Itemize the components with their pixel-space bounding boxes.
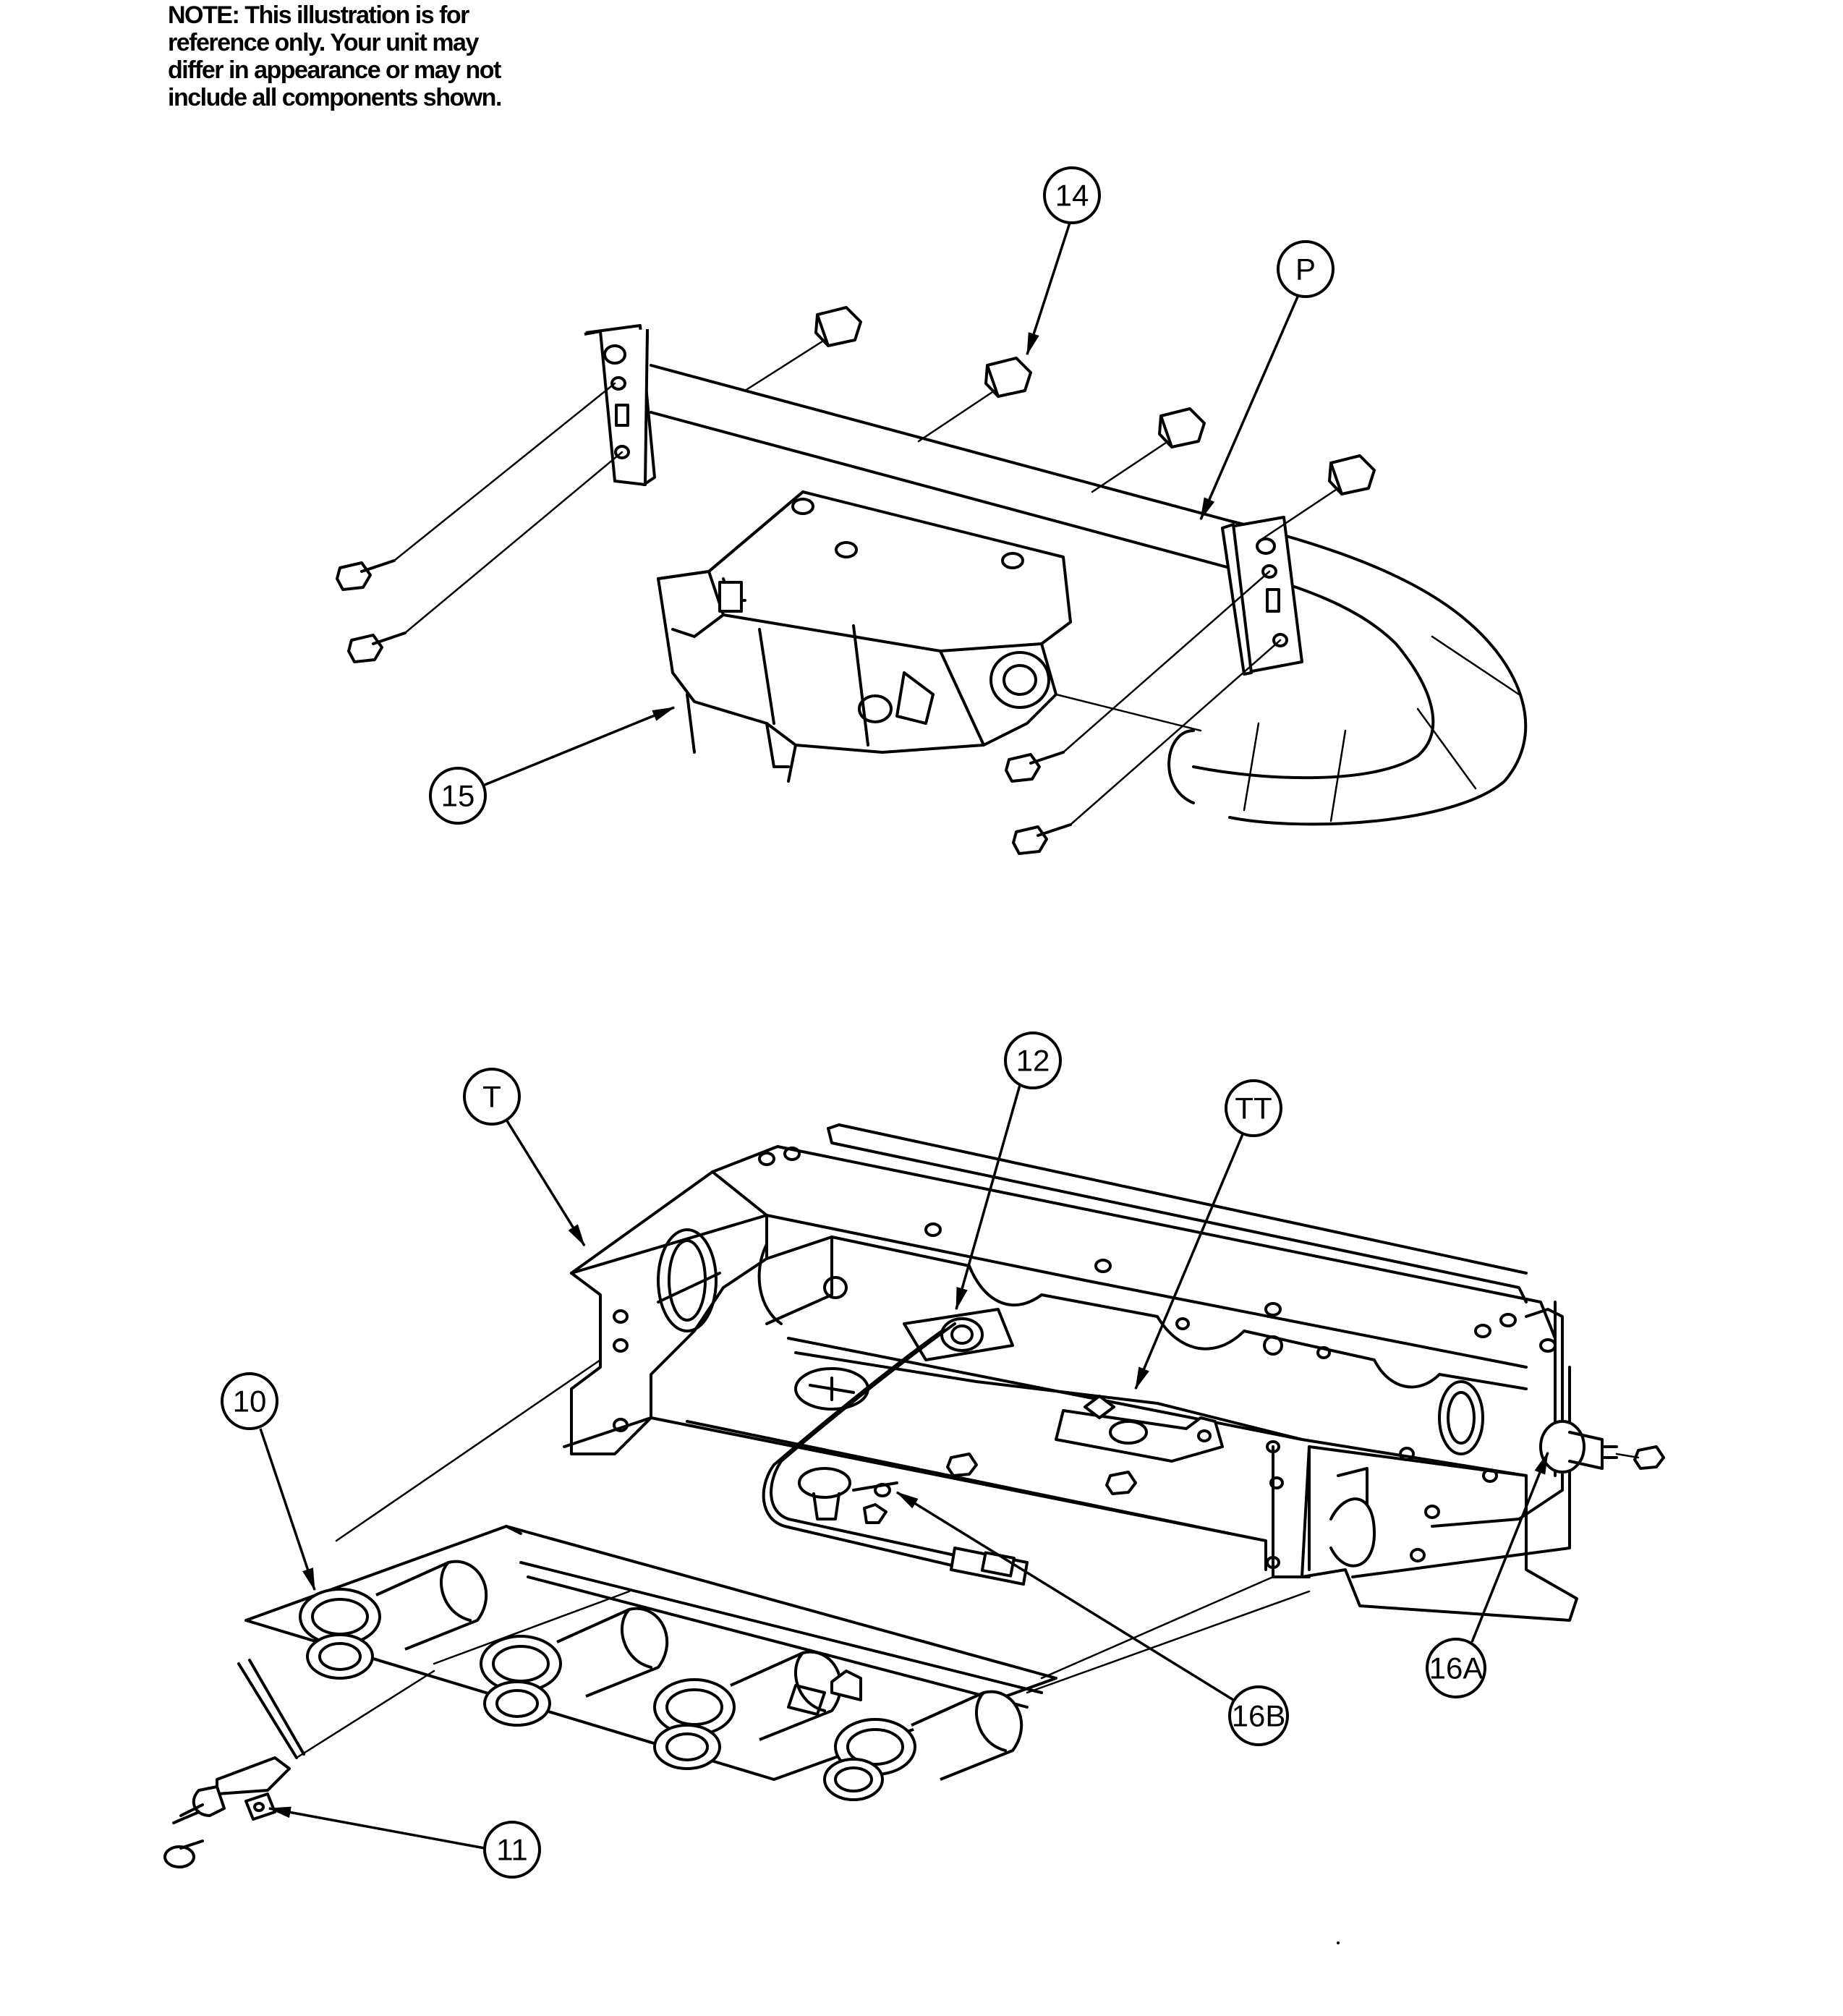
callout-t: T — [463, 1068, 586, 1247]
burner-plate — [244, 1525, 1057, 1801]
burner-4 — [823, 1690, 1023, 1801]
callout-tt-label: TT — [1235, 1092, 1272, 1126]
reference-note: NOTE: This illustration is for reference… — [168, 1, 502, 111]
gas-valve — [657, 490, 1202, 783]
orifice-4 — [1261, 454, 1376, 540]
callout-16b: 16B — [895, 1491, 1289, 1746]
callout-16a: 16A — [1426, 1451, 1549, 1698]
bracket-screws-right — [1005, 570, 1282, 855]
rollout-switch-16a — [1539, 1420, 1665, 1473]
callout-11: 11 — [268, 1806, 541, 1879]
callout-tt: TT — [1134, 1079, 1282, 1390]
stray-dot — [1337, 1941, 1340, 1944]
burner-assembly — [163, 1123, 1665, 1868]
burner-1 — [299, 1560, 488, 1680]
callout-15: 15 — [429, 706, 676, 825]
callout-12: 12 — [955, 1032, 1062, 1311]
burner-2 — [480, 1607, 669, 1727]
callout-16b-label: 16B — [1232, 1699, 1286, 1733]
callout-14: 14 — [1026, 166, 1101, 356]
orifice-2 — [917, 357, 1032, 443]
gas-manifold-assembly — [336, 306, 1528, 855]
callout-10-label: 10 — [233, 1385, 267, 1419]
burner-3 — [653, 1650, 843, 1770]
bracket-screws-left — [336, 382, 623, 663]
callout-11-label: 11 — [496, 1833, 528, 1867]
callout-t-label: T — [482, 1080, 501, 1114]
callout-16a-label: 16A — [1429, 1651, 1484, 1685]
igniter — [163, 1659, 435, 1868]
rollout-switch-16b — [798, 1467, 898, 1524]
orifice-1 — [744, 306, 862, 392]
callout-p-label: P — [1295, 252, 1316, 286]
orifice-3 — [1091, 407, 1206, 493]
callout-15-label: 15 — [441, 779, 475, 813]
callout-p: P — [1199, 240, 1335, 521]
callout-14-label: 14 — [1055, 179, 1089, 213]
callout-10: 10 — [221, 1372, 316, 1591]
callout-12-label: 12 — [1016, 1044, 1050, 1078]
